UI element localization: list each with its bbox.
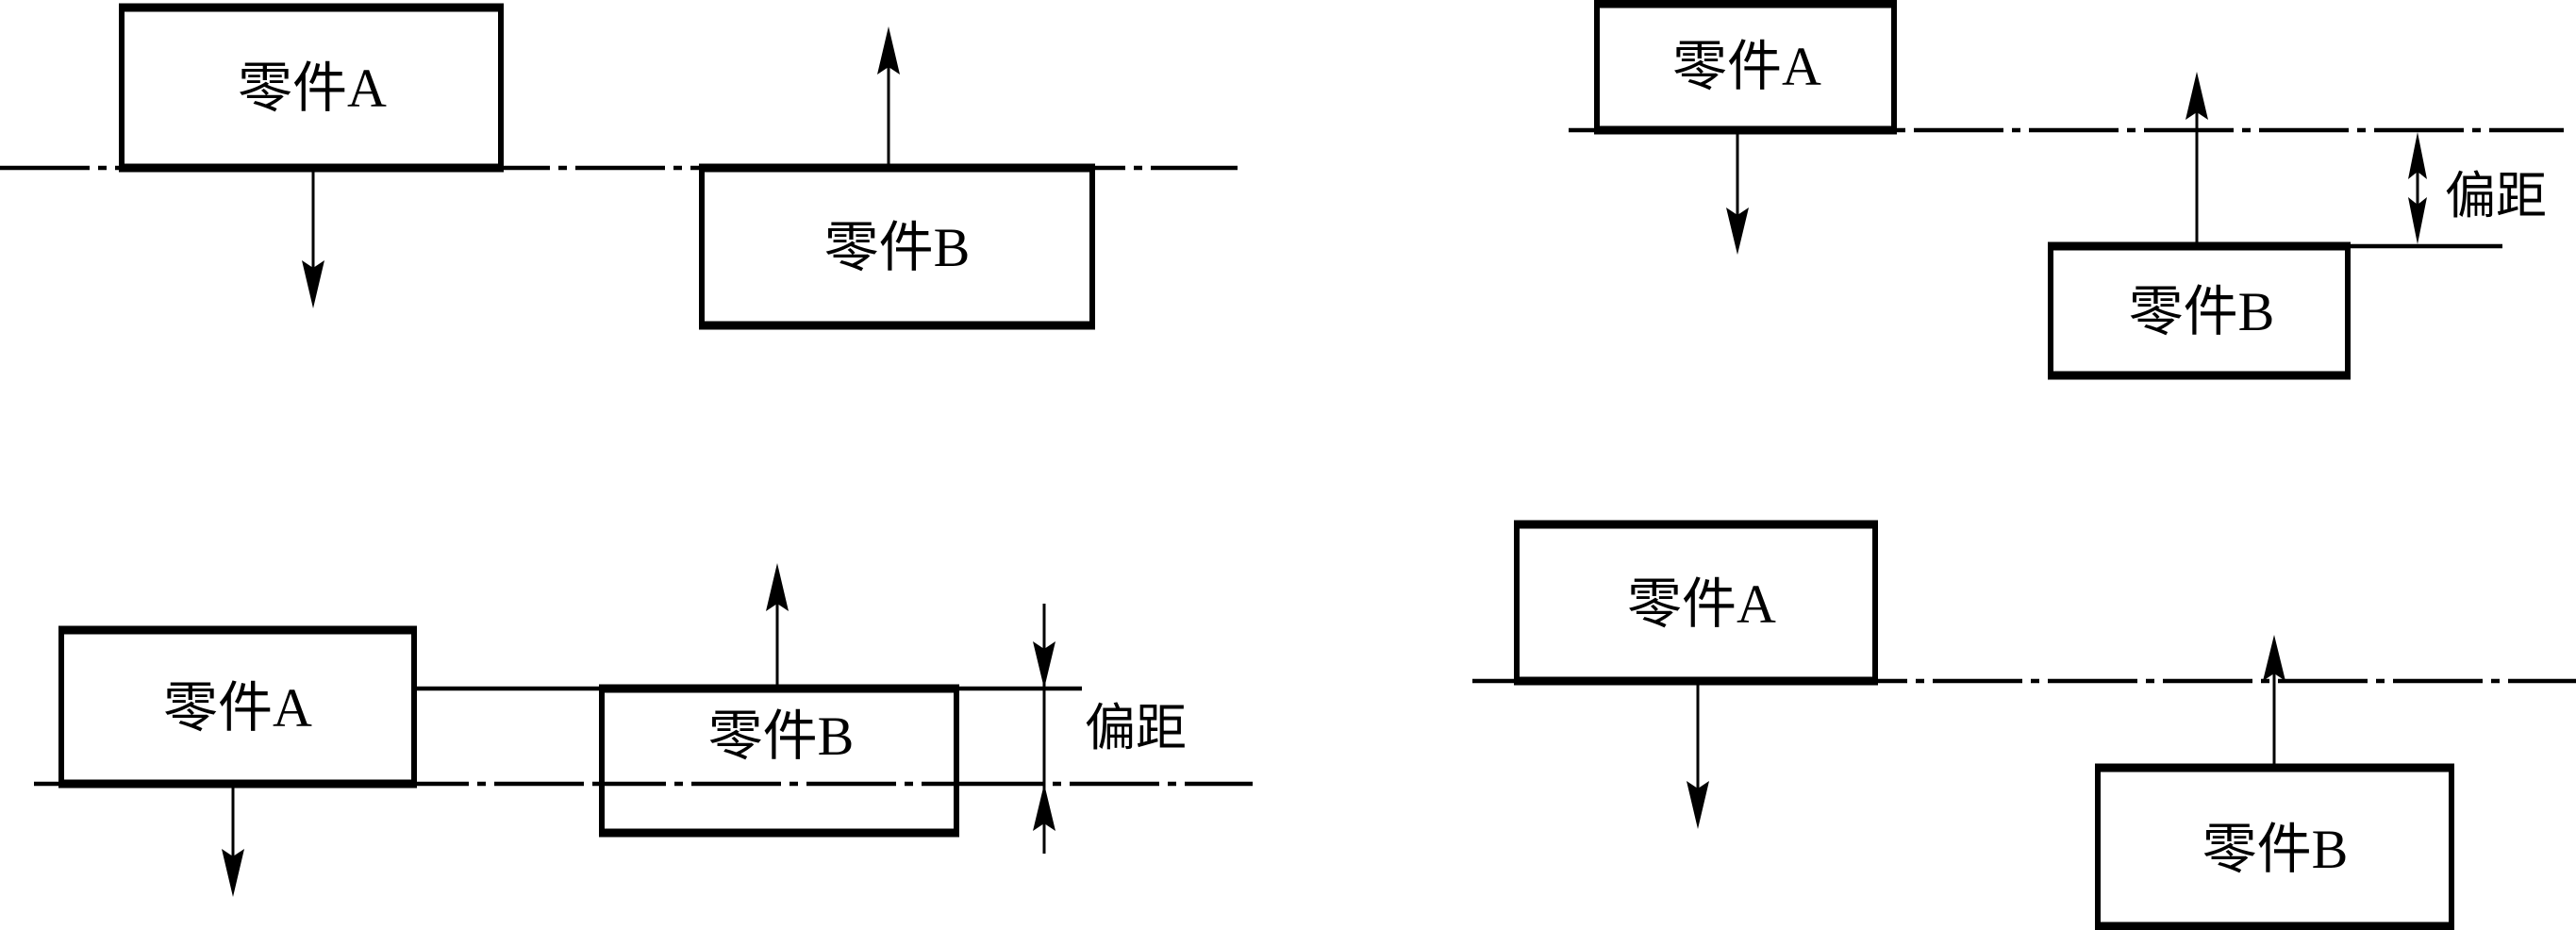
arrow-down-icon [1033, 641, 1055, 689]
part-b-normal-arrow-up [2185, 72, 2208, 242]
part-a-label: 零件A [1672, 36, 1821, 97]
offset-dimension: 偏距 [1033, 604, 1187, 854]
arrow-up-icon [2263, 635, 2285, 681]
part-a-normal-arrow-down [302, 172, 324, 308]
part-b-box [599, 686, 959, 836]
panel-bottom-left: 零件A 零件B 偏距 [34, 563, 1253, 897]
arrow-up-icon [1033, 784, 1055, 831]
part-b: 零件B [2095, 763, 2454, 930]
part-b-label: 零件B [2129, 281, 2275, 342]
arrow-down-icon [302, 260, 324, 308]
part-b: 零件B [699, 163, 1095, 330]
part-a-label: 零件A [238, 58, 387, 119]
part-b-normal-arrow-up [877, 26, 900, 164]
panel-top-left: 零件A 零件B [0, 3, 1238, 330]
part-a-normal-arrow-down [222, 788, 244, 897]
part-b-normal-arrow-up [2263, 635, 2285, 764]
part-b-label: 零件B [824, 217, 971, 278]
part-b-box [2095, 765, 2454, 929]
part-b-label: 零件B [2202, 819, 2349, 880]
part-a: 零件A [119, 3, 504, 173]
arrow-down-icon [1687, 781, 1709, 829]
part-a: 零件A [58, 625, 417, 789]
part-a: 零件A [1594, 0, 1897, 135]
arrow-down-icon [222, 849, 244, 897]
offset-label: 偏距 [1085, 698, 1187, 757]
arrow-up-icon [2408, 132, 2427, 179]
panel-top-right: 零件A 零件B 偏距 [1569, 0, 2564, 380]
part-b: 零件B [599, 684, 959, 838]
part-a-box [1514, 522, 1878, 684]
part-a-normal-arrow-down [1726, 134, 1749, 255]
arrow-down-icon [1726, 208, 1749, 255]
part-a: 零件A [1514, 520, 1878, 686]
arrow-up-icon [766, 563, 789, 611]
offset-dimension: 偏距 [2348, 132, 2547, 249]
arrow-up-icon [877, 26, 900, 75]
arrow-up-icon [2185, 72, 2208, 120]
offset-label: 偏距 [2445, 166, 2547, 225]
part-a-normal-arrow-down [1687, 685, 1709, 829]
panel-bottom-right: 零件A 零件B [1472, 520, 2576, 930]
part-b-label: 零件B [708, 706, 855, 767]
part-b-normal-arrow-up [766, 563, 789, 685]
part-b: 零件B [2048, 241, 2351, 380]
arrow-down-icon [2408, 197, 2427, 244]
part-a-label: 零件A [1627, 573, 1776, 635]
part-a-label: 零件A [163, 677, 312, 739]
